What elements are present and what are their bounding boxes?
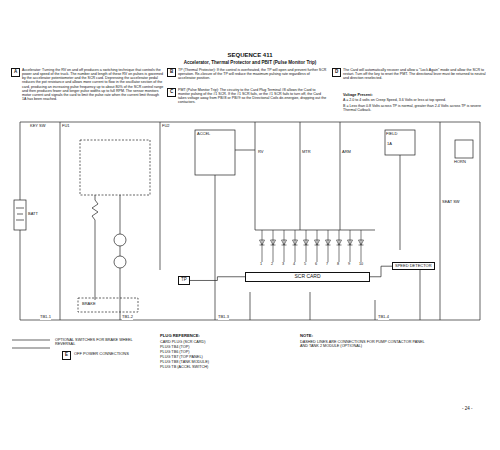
component-label: RV (258, 150, 263, 155)
component-label: OPTIONAL SWITCHES FOR BRAKE WHEEL REVERS… (55, 338, 150, 347)
plug-pin-number: 5 (304, 262, 306, 266)
node-text: A (14, 70, 17, 75)
section-letter-box: E (62, 351, 71, 360)
circuit-card-box: SCR CARD (245, 272, 370, 282)
voltage-note: Voltage Present: (343, 93, 373, 97)
sequence-title: SEQUENCE 411 (227, 52, 272, 58)
component-label: TB1-2 (122, 315, 133, 320)
node-text: SPEED DETECTOR (395, 264, 432, 268)
plug-pin-number: 2 (271, 262, 273, 266)
node-text: C (170, 90, 173, 95)
component-label: FIELD (386, 132, 397, 137)
component-label: BRAKE (82, 302, 96, 307)
description-paragraph: Accelerator: Turning the RV on and off p… (22, 68, 164, 101)
plug-reference: PLUG TB8 (TANK MODULE) (160, 360, 209, 364)
voltage-note: B = Less than 0.8 Volts across TP is nor… (343, 104, 488, 112)
component-label: MTR (302, 150, 311, 155)
component-label: ARM (342, 150, 351, 155)
plug-pin-number: 9 (348, 262, 350, 266)
plug-pin-number: 3 (282, 262, 284, 266)
section-letter-box: D (332, 68, 341, 77)
plug-reference: PLUG TB4 (TOP) (160, 345, 190, 349)
component-label: TB1-3 (218, 315, 229, 320)
component-label: KEY SW (30, 124, 46, 129)
horn-symbol (455, 140, 473, 158)
description-paragraph: PMT (Pulse Monitor Trip): The circuitry … (178, 88, 328, 105)
plug-pin-number: 1 (260, 262, 262, 266)
section-letter-box: B (167, 68, 176, 77)
section-letter-box: C (167, 88, 176, 97)
node-text: TP (181, 278, 187, 283)
note-text: NOTE: (300, 334, 313, 339)
battery-symbol (14, 200, 26, 230)
diode-row (260, 230, 364, 262)
plug-reference: PLUG TB7 (TOP PANEL) (160, 355, 203, 359)
wire-connector (370, 266, 392, 277)
wire-connector (190, 277, 245, 281)
component-label: ACCEL (197, 132, 210, 137)
description-paragraph: TP (Thermal Protector): If the control i… (178, 68, 328, 80)
subtitle: Accelerator, Thermal Protector and PBIT … (184, 60, 317, 65)
component-label: OFF POWER CONNECTIONS (74, 352, 129, 357)
plug-pin-number: 10 (359, 262, 363, 266)
coil-symbol (114, 234, 126, 246)
voltage-note: A = 2.0 to 4 volts on Creep Speed, 3.6 V… (343, 98, 488, 102)
node-text: B (170, 70, 173, 75)
plug-reference: PLUG TB (ACCEL SWITCH) (160, 365, 208, 369)
node-text: D (335, 70, 338, 75)
component-label: SEAT SW (442, 200, 460, 205)
plug-reference: PLUG REFERENCE: (160, 334, 200, 339)
component-label: FU1 (62, 124, 70, 129)
plug-pin-number: 8 (337, 262, 339, 266)
page-number: - 24 - (462, 406, 473, 411)
component-label: TB1-1 (40, 315, 51, 320)
component-label: BATT (28, 212, 38, 217)
plug-reference: CARD PLUG (SCR CARD) (160, 340, 206, 344)
resistor-symbol (92, 200, 98, 220)
card-plug-outline (80, 140, 150, 195)
note-text: DASHED LINES ARE CONNECTIONS FOR PUMP CO… (300, 340, 430, 349)
power-bus (20, 122, 480, 320)
plug-pin-number: 6 (315, 262, 317, 266)
node-text: SCR CARD (248, 274, 367, 280)
circuit-card-box: SPEED DETECTOR (392, 262, 435, 270)
component-label: TB1-4 (378, 315, 389, 320)
plug-reference: PLUG TB6 (TOP) (160, 350, 190, 354)
component-label: HORN (454, 160, 466, 165)
circuit-card-box: TP (178, 276, 190, 285)
plug-pin-number: 7 (326, 262, 328, 266)
plug-pin-number: 4 (293, 262, 295, 266)
component-label: FU2 (162, 124, 170, 129)
node-text: E (65, 353, 68, 358)
description-paragraph: The Card will automatically recover and … (343, 68, 488, 80)
component-label: 1A (387, 142, 392, 147)
section-letter-box: A (11, 68, 20, 77)
